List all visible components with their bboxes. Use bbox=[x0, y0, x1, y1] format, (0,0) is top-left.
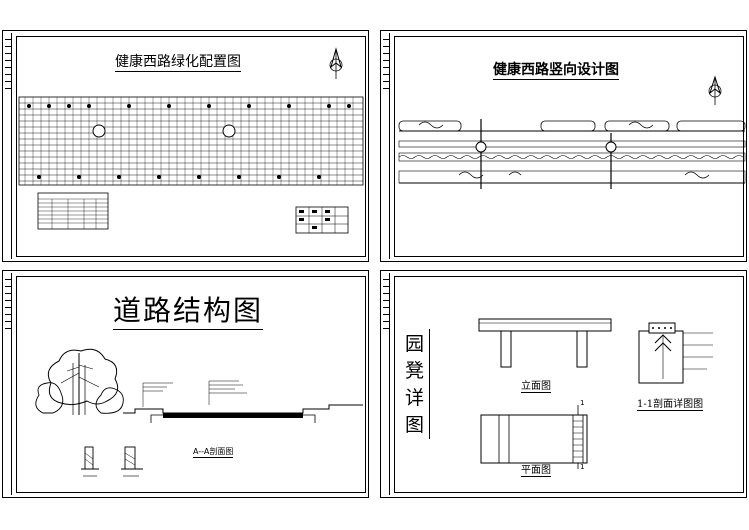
title-char: 图 bbox=[405, 414, 425, 436]
elevation-label: 立面图 bbox=[521, 377, 551, 393]
sheet-title: 道路结构图 bbox=[113, 289, 264, 330]
title-block bbox=[295, 206, 349, 234]
bench-section-detail bbox=[638, 322, 713, 384]
bench-plan bbox=[480, 405, 588, 469]
section-label: A--A剖面图 bbox=[193, 447, 234, 458]
road-section bbox=[123, 380, 363, 423]
title-char: 凳 bbox=[405, 360, 425, 382]
vertical-title: 园 凳 详 图 bbox=[405, 329, 430, 439]
section-detail-label: 1-1剖面详图图 bbox=[637, 395, 704, 411]
north-arrow-icon bbox=[329, 47, 343, 79]
section-marker-bottom: 1 bbox=[580, 463, 585, 471]
drawing-frame bbox=[394, 36, 744, 257]
drawing-frame bbox=[16, 36, 366, 257]
sheet-greening-plan[interactable]: 健康西路绿化配置图 bbox=[2, 30, 369, 262]
section-marker-top: 1 bbox=[580, 399, 585, 407]
title-strip bbox=[5, 33, 12, 259]
plan-label: 平面图 bbox=[521, 461, 551, 477]
drawing-frame bbox=[394, 276, 744, 493]
north-arrow-icon bbox=[708, 75, 722, 105]
drawing-frame bbox=[16, 276, 366, 493]
plant-legend-table bbox=[37, 192, 109, 230]
sheet-vertical-design[interactable]: 健康西路竖向设计图 bbox=[380, 30, 747, 262]
planting-plan bbox=[18, 96, 364, 186]
sheet-road-structure[interactable]: 道路结构图 A--A剖面图 bbox=[2, 270, 369, 498]
curb-detail-right bbox=[121, 446, 143, 477]
sheet-title: 健康西路绿化配置图 bbox=[115, 51, 241, 72]
bench-elevation bbox=[478, 318, 612, 368]
title-char: 园 bbox=[405, 333, 425, 355]
title-strip bbox=[5, 273, 12, 495]
sheet-title: 健康西路竖向设计图 bbox=[493, 59, 619, 80]
title-char: 详 bbox=[405, 387, 425, 409]
road-profile bbox=[398, 119, 746, 189]
title-strip bbox=[383, 273, 390, 495]
title-strip bbox=[383, 33, 390, 259]
curb-detail-left bbox=[81, 446, 99, 477]
tree-elevation bbox=[35, 348, 124, 415]
sheet-bench-detail[interactable]: 园 凳 详 图 立面图 1 1 平面图 1-1剖面 bbox=[380, 270, 747, 498]
